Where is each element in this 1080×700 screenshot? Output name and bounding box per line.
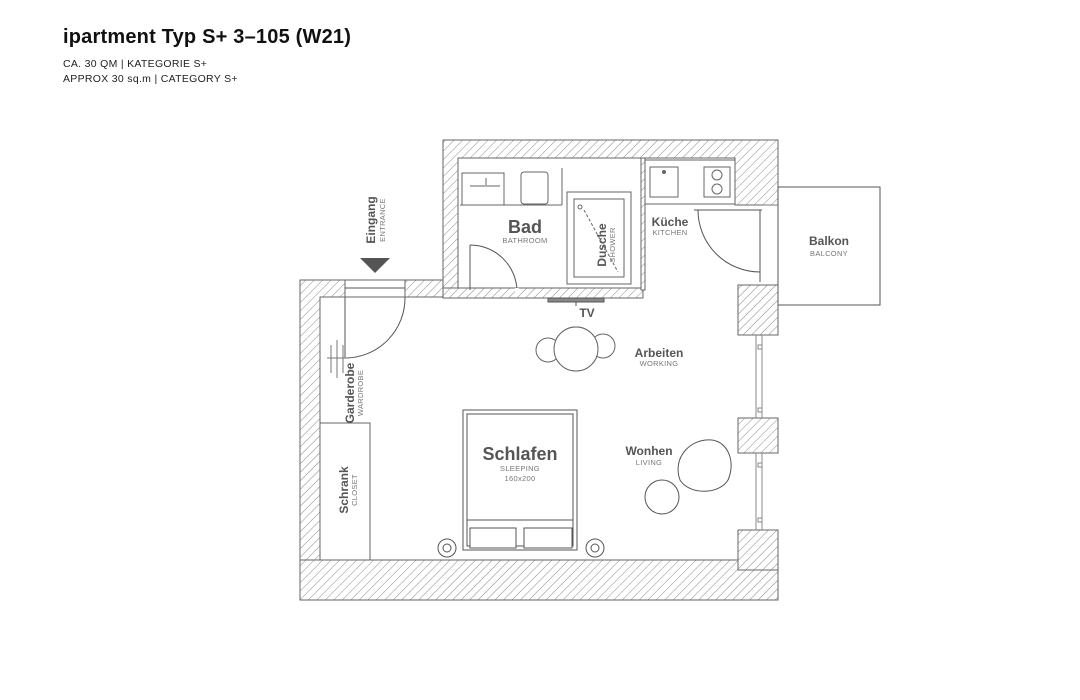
plan-title: ipartment Typ S+ 3–105 (W21)	[63, 26, 352, 48]
nightstands	[437, 538, 605, 558]
label-eingang-en: ENTRANCE	[378, 198, 387, 242]
windows	[755, 335, 763, 530]
pillow-left-icon	[469, 527, 517, 549]
bed-size: 160x200	[505, 474, 536, 483]
kitchen-counter	[644, 159, 736, 205]
room-schlafen-en: SLEEPING	[500, 464, 540, 473]
kitchen-door	[694, 209, 762, 282]
room-arbeiten: Arbeiten	[635, 346, 684, 360]
label-garderobe: Garderobe	[343, 362, 357, 423]
wall-right-pier-2	[737, 417, 779, 454]
room-bad-en: BATHROOM	[502, 236, 547, 245]
bed	[462, 409, 578, 551]
room-dusche-en: SHOWER	[608, 227, 617, 263]
entrance-door	[344, 279, 406, 359]
balcony-area	[777, 186, 881, 306]
lounge-furniture	[644, 439, 732, 515]
room-wohnen: Wonhen	[625, 444, 672, 458]
room-kueche-en: KITCHEN	[652, 228, 687, 237]
room-kueche: Küche	[652, 215, 689, 229]
label-eingang: Eingang	[364, 196, 378, 243]
wall-kitchen-partition	[640, 157, 646, 291]
plan-size-en: APPROX 30 sq.m | CATEGORY S+	[63, 73, 238, 85]
plan-size-de: CA. 30 QM | KATEGORIE S+	[63, 58, 208, 70]
bathroom-fixtures	[460, 168, 632, 285]
washbasin-icon	[461, 172, 505, 206]
room-bad: Bad	[508, 217, 542, 237]
wall-bottom	[299, 559, 779, 601]
label-schrank-en: CLOSET	[350, 474, 359, 506]
toilet-icon	[520, 171, 549, 205]
room-schlafen: Schlafen	[482, 444, 557, 464]
wall-bathroom-bottom	[442, 287, 644, 299]
label-garderobe-en: WARDROBE	[356, 370, 365, 416]
wardrobe-hooks	[327, 340, 350, 378]
armchair-icon	[677, 439, 732, 492]
room-balkon-en: BALCONY	[810, 249, 848, 258]
closet-unit	[319, 422, 371, 561]
wall-right-lower	[737, 529, 779, 571]
walls	[299, 139, 779, 601]
room-wohnen-en: LIVING	[636, 458, 662, 467]
wall-right-pier-1	[737, 284, 779, 336]
coffee-table-icon	[644, 479, 680, 515]
room-arbeiten-en: WORKING	[640, 359, 679, 368]
label-schrank: Schrank	[337, 466, 351, 514]
pillow-right-icon	[523, 527, 573, 549]
label-tv: TV	[579, 306, 594, 320]
tv-icon	[547, 297, 605, 306]
room-dusche: Dusche	[595, 223, 609, 267]
dining-table	[535, 326, 616, 372]
room-balkon: Balkon	[809, 234, 849, 248]
entrance-arrow-icon	[360, 258, 390, 273]
bathroom-door	[469, 244, 519, 296]
